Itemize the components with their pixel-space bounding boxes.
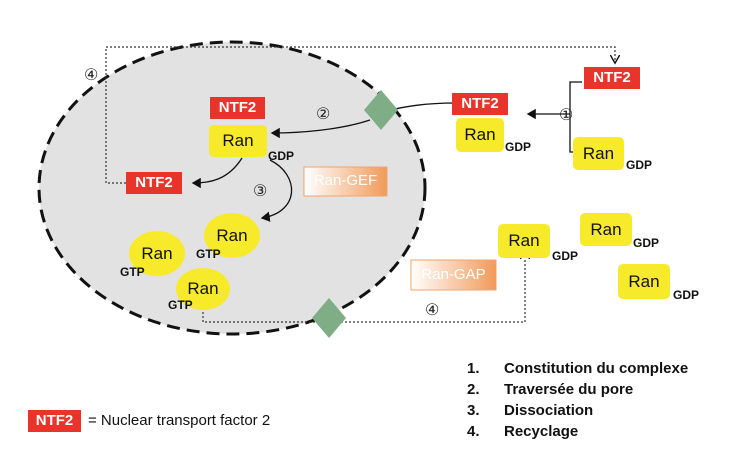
- ran-free: Ran: [573, 137, 624, 170]
- ran-cyto-1: Ran: [498, 224, 550, 258]
- step3-marker: ③: [253, 183, 268, 200]
- ntf2-release-arrow: [191, 157, 243, 189]
- ran-gap-label: Ran-GAP: [421, 266, 486, 283]
- step-legend-item: 3.Dissociation: [467, 402, 594, 419]
- gdp-free: GDP: [626, 158, 653, 172]
- ran-gap-box: [410, 259, 497, 291]
- step3-arrow: [260, 159, 293, 222]
- gtp-2: GTP: [120, 265, 145, 279]
- legend-key-label: NTF2: [35, 412, 74, 429]
- ran-cyto-2: Ran: [580, 213, 632, 246]
- ntf2-complex: NTF2: [452, 93, 508, 115]
- ntf2-free: NTF2: [584, 67, 640, 89]
- ran-complex: Ran: [456, 118, 504, 152]
- ran-nuclear: Ran: [209, 125, 267, 157]
- step2-marker: ②: [316, 106, 331, 123]
- ntf2-released: NTF2: [126, 172, 182, 194]
- step2-arrow: [389, 102, 456, 111]
- ntf2-recycle-path: [105, 46, 615, 184]
- step-legend-item: 4.Recyclage: [467, 423, 579, 440]
- ran-gef-label: Ran-GEF: [313, 172, 378, 189]
- nuclear-pore-top: [364, 90, 398, 130]
- nuclear-pore-bottom: [312, 298, 346, 338]
- legend-key-text: = Nuclear transport factor 2: [88, 412, 271, 429]
- ran-gef-box: [303, 166, 388, 197]
- ran-gtp-2: Ran: [129, 231, 185, 276]
- gdp-cyto-2: GDP: [633, 236, 660, 250]
- gdp-complex: GDP: [505, 140, 532, 154]
- gdp-nuclear: GDP: [268, 149, 295, 163]
- step-legend-item: 2.Traversée du pore: [467, 381, 634, 398]
- gtp-3: GTP: [168, 298, 193, 312]
- step1-marker: ①: [559, 107, 574, 124]
- gtp-1: GTP: [196, 247, 221, 261]
- gdp-cyto-1: GDP: [552, 249, 579, 263]
- gdp-cyto-3: GDP: [673, 288, 700, 302]
- step4-marker-bottom: ④: [425, 302, 440, 319]
- step-legend: 1.Constitution du complexe 2.Traversée d…: [467, 358, 688, 442]
- ran-gtp-3: Ran: [176, 268, 230, 310]
- ran-gtp-1: Ran: [204, 213, 260, 258]
- step-legend-item: 1.Constitution du complexe: [467, 360, 689, 377]
- step4-marker-top: ④: [84, 67, 99, 84]
- ntf2-nuclear: NTF2: [210, 97, 265, 119]
- legend-swatch: [28, 410, 81, 432]
- ran-cyto-3: Ran: [618, 264, 670, 299]
